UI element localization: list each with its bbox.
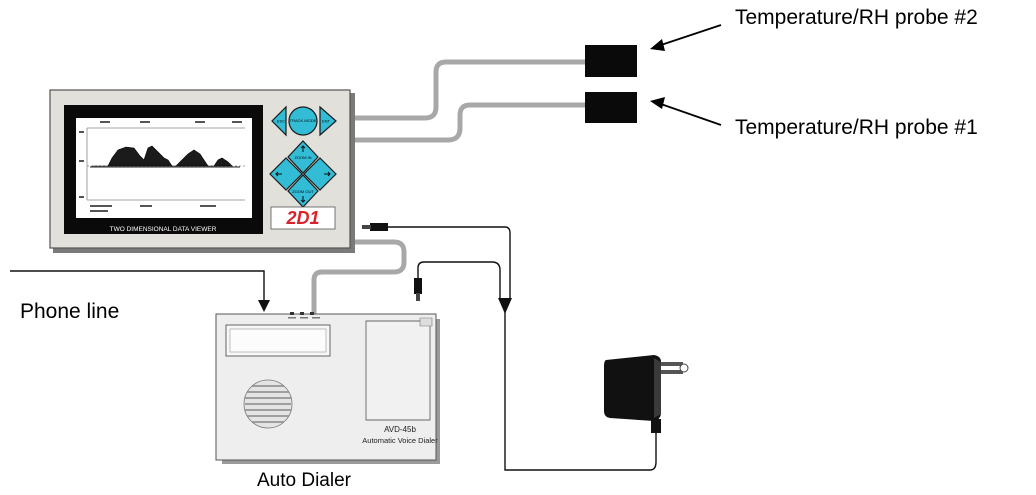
wall-adapter: [604, 355, 689, 433]
dpad-arrow-icons: [275, 145, 331, 203]
button-labels: TRACK MODE ESC ENT ZOOM IN ZOOM OUT: [277, 118, 331, 194]
adapter-strain-relief: [651, 419, 661, 433]
arrow-probe1: [657, 102, 722, 126]
cable-dialer: [311, 239, 407, 319]
zoom-out-label: ZOOM OUT: [292, 189, 314, 194]
zoom-in-label: ZOOM IN: [294, 155, 311, 160]
phone-line: [10, 270, 265, 302]
cable-dialer-power: [417, 261, 501, 300]
dialer-model: AVD-45b: [384, 425, 416, 434]
adapter-prong2: [661, 370, 683, 374]
probe2-label: Temperature/RH probe #2: [735, 6, 978, 29]
logo: 2D1: [285, 208, 319, 228]
dpad-right-button[interactable]: [303, 157, 337, 191]
cables: [311, 59, 588, 319]
phone-line-arrowhead: [258, 300, 270, 312]
auto-dialer: AVD-45b Automatic Voice Dialer: [215, 312, 440, 464]
screen-tiny-text: [79, 121, 242, 212]
down-arrow-icon: [300, 196, 306, 203]
adapter-body: [604, 355, 661, 421]
dialer-side-panel: [365, 320, 431, 421]
right-button[interactable]: [319, 105, 337, 137]
adapter-prongs: [661, 362, 683, 366]
probe1-label: Temperature/RH probe #1: [735, 116, 978, 139]
screen-waveform: [92, 145, 233, 167]
probe2-body: [585, 45, 637, 77]
left-button-label: ESC: [277, 119, 285, 124]
screen-plot: [86, 127, 245, 201]
track-mode-label: TRACK MODE: [290, 118, 317, 123]
dpad-left-button[interactable]: [269, 157, 303, 191]
arrow-probe2-head: [650, 39, 665, 51]
viewer-screen: [76, 118, 252, 218]
dialer-display-inner: [229, 328, 327, 353]
speaker-grille: [243, 379, 293, 429]
y-splitter: [498, 298, 512, 314]
dialer-ports: [288, 312, 320, 319]
auto-dialer-label: Auto Dialer: [257, 470, 351, 491]
left-arrow-icon: [275, 171, 282, 177]
dialer-power-plug-tip: [416, 293, 420, 301]
data-viewer: TWO DIMENSIONAL DATA VIEWER TRACK MODE E…: [49, 89, 355, 253]
left-button[interactable]: [271, 105, 287, 137]
cable-viewer-power: [375, 226, 511, 300]
viewer-buttons: [269, 105, 337, 208]
logo-frame: [270, 206, 336, 230]
phone-line-label: Phone line: [20, 300, 120, 323]
label-arrows: [657, 24, 722, 126]
phone-line-wire: [10, 270, 265, 302]
up-arrow-icon: [300, 145, 306, 152]
probe1-body: [585, 92, 637, 123]
cable-adapter: [504, 310, 657, 471]
zoom-in-button[interactable]: [287, 140, 319, 174]
right-arrow-icon: [324, 171, 331, 177]
arrow-probe1-head: [650, 97, 665, 109]
screen-caption: TWO DIMENSIONAL DATA VIEWER: [110, 226, 217, 233]
viewer-power-plug-tip: [362, 225, 371, 229]
adapter-body-highlight: [654, 358, 661, 418]
arrow-probe2: [657, 24, 722, 47]
viewer-power-plug: [370, 223, 388, 231]
adapter-prong-tip: [679, 363, 689, 373]
right-button-label: ENT: [322, 119, 331, 124]
cable-probe2: [347, 59, 588, 121]
power-cables: [375, 226, 657, 471]
track-mode-button[interactable]: [288, 106, 318, 136]
dialer-side-panel-tab: [419, 317, 433, 327]
dialer-power-plug: [414, 278, 422, 294]
cable-probe1: [347, 102, 588, 143]
dialer-name: Automatic Voice Dialer: [362, 436, 438, 445]
